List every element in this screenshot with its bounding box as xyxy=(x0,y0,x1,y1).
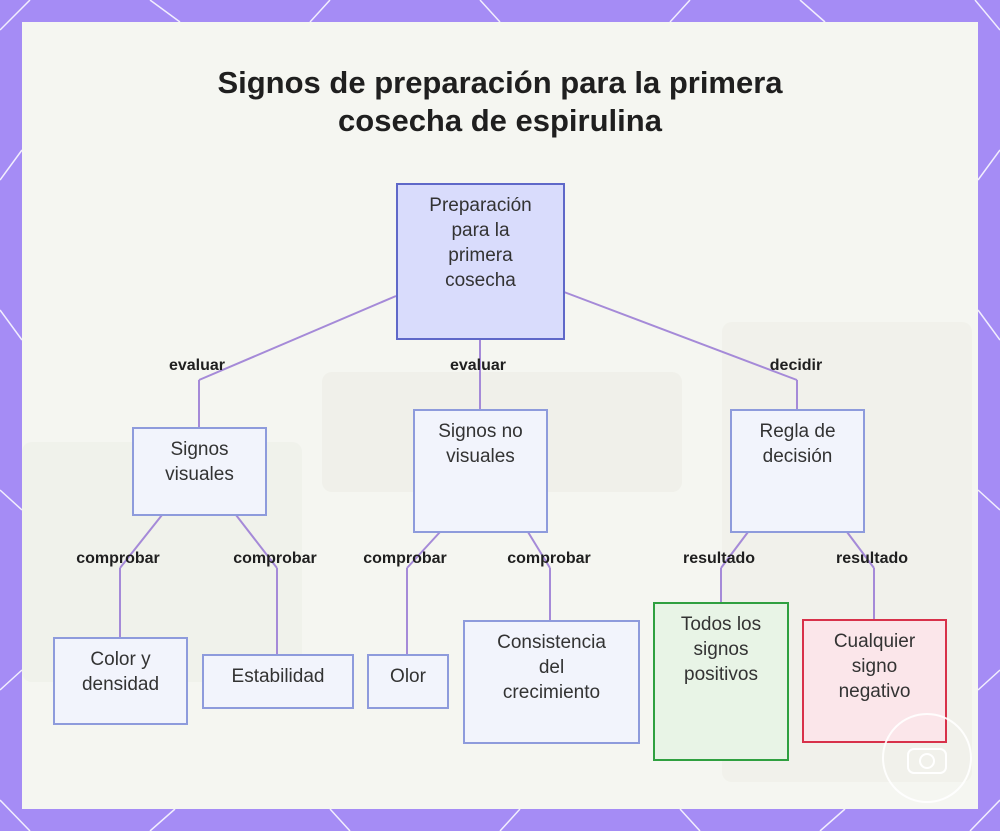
edge-label-comprobar: comprobar xyxy=(233,550,317,567)
edge-label-resultado: resultado xyxy=(682,550,756,567)
edge-nonvisual-consistency xyxy=(527,531,551,569)
node-label: Cualquier signo negativo xyxy=(833,631,916,702)
node-stability: Estabilidad xyxy=(202,654,354,709)
node-label: Signos no visuales xyxy=(438,421,523,467)
edge-label-evaluar: evaluar xyxy=(168,357,226,374)
node-growth-consistency: Consistencia del crecimiento xyxy=(463,620,640,744)
edge-root-visual xyxy=(198,295,397,381)
node-all-positive: Todos los signos positivos xyxy=(653,602,789,761)
edge-root-decision xyxy=(563,291,798,381)
edge-visual-stability xyxy=(235,514,278,569)
edge-label-comprobar: comprobar xyxy=(363,550,447,567)
edge-nonvisual-smell xyxy=(406,531,441,569)
edge-decision-positive xyxy=(720,531,749,569)
node-label: Todos los signos positivos xyxy=(680,614,762,685)
node-label: Consistencia del crecimiento xyxy=(497,632,606,703)
node-nonvisual-signs: Signos no visuales xyxy=(413,409,548,533)
node-label: Signos visuales xyxy=(165,439,234,485)
edge-label-comprobar: comprobar xyxy=(76,550,160,567)
diagram-title: Signos de preparación para la primera co… xyxy=(217,65,783,138)
node-label: Estabilidad xyxy=(231,666,325,687)
node-visual-signs: Signos visuales xyxy=(132,427,267,516)
watermark-logo-icon xyxy=(882,713,972,803)
node-smell: Olor xyxy=(367,654,449,709)
edge-decision-negative xyxy=(846,531,875,569)
node-decision-rule: Regla de decisión xyxy=(730,409,865,533)
node-label: Regla de decisión xyxy=(759,421,836,467)
node-label: Preparación para la primera cosecha xyxy=(429,195,532,291)
edge-label-evaluar: evaluar xyxy=(449,357,507,374)
node-preparation-root: Preparación para la primera cosecha xyxy=(396,183,565,340)
node-label: Olor xyxy=(390,666,426,687)
edge-label-decidir: decidir xyxy=(769,357,823,374)
edge-label-resultado: resultado xyxy=(835,550,909,567)
edge-label-comprobar: comprobar xyxy=(507,550,591,567)
edge-visual-color xyxy=(119,514,163,569)
node-color-density: Color y densidad xyxy=(53,637,188,725)
node-label: Color y densidad xyxy=(81,649,160,695)
